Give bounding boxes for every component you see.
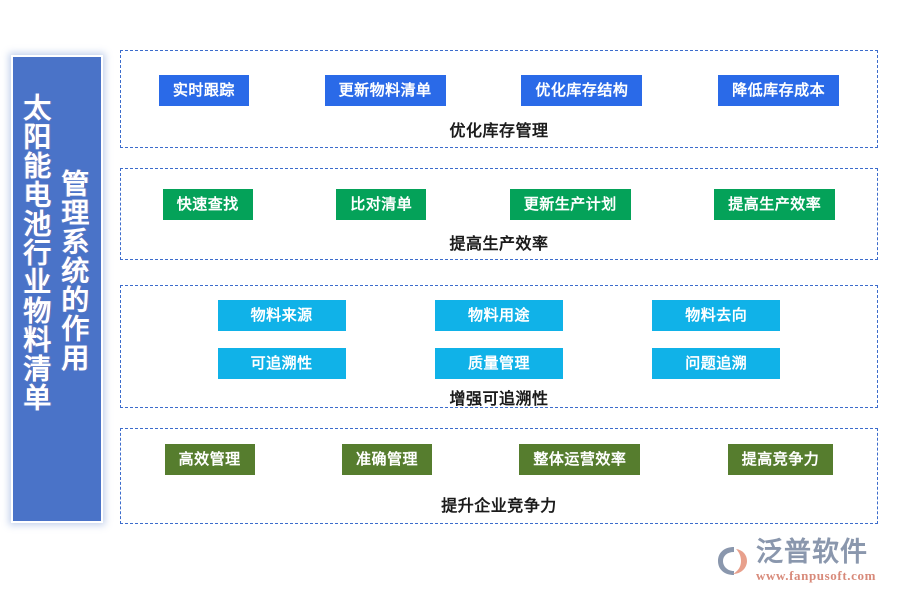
chip-update-production-plan[interactable]: 更新生产计划: [509, 189, 631, 221]
chip-material-source[interactable]: 物料来源: [217, 300, 346, 332]
fanpu-swoosh-logo-icon: [718, 546, 748, 575]
section-optimize-inventory: 实时跟踪 更新物料清单 优化库存结构 降低库存成本 优化库存管理: [120, 50, 878, 148]
sections-container: 实时跟踪 更新物料清单 优化库存结构 降低库存成本 优化库存管理 快速查找 比对…: [120, 0, 880, 600]
chip-improve-competitiveness[interactable]: 提高竞争力: [727, 444, 834, 476]
chip-row: 可追溯性 质量管理 问题追溯: [121, 348, 877, 380]
section-label-enhance-traceability: 增强可追溯性: [449, 391, 549, 408]
chip-quick-search[interactable]: 快速查找: [162, 189, 253, 221]
chip-improve-production-efficiency[interactable]: 提高生产效率: [714, 189, 836, 221]
section-enhance-traceability: 物料来源 物料用途 物料去向 可追溯性 质量管理 问题追溯 增强可追溯性: [120, 285, 878, 408]
banner-title-sub: 管理系统的作用: [58, 169, 90, 372]
section-label-optimize-inventory: 优化库存管理: [449, 123, 549, 140]
chip-row: 快速查找 比对清单 更新生产计划 提高生产效率: [121, 189, 877, 221]
chip-realtime-tracking[interactable]: 实时跟踪: [158, 75, 249, 107]
logo-url: www.fanpusoft.com: [756, 568, 876, 583]
chip-overall-operating-efficiency[interactable]: 整体运营效率: [519, 444, 641, 476]
chip-update-bom[interactable]: 更新物料清单: [324, 75, 446, 107]
section-label-improve-efficiency: 提高生产效率: [449, 236, 549, 253]
chip-accurate-management[interactable]: 准确管理: [342, 444, 433, 476]
chip-material-destination[interactable]: 物料去向: [652, 300, 781, 332]
section-improve-efficiency: 快速查找 比对清单 更新生产计划 提高生产效率 提高生产效率: [120, 168, 878, 260]
chip-row: 高效管理 准确管理 整体运营效率 提高竞争力: [121, 444, 877, 476]
banner-title-main: 太阳能电池行业物料清单: [20, 93, 52, 412]
chip-reduce-inventory-cost[interactable]: 降低库存成本: [718, 75, 840, 107]
chip-compare-list[interactable]: 比对清单: [336, 189, 427, 221]
logo-text-wrap: 泛普软件 www.fanpusoft.com: [756, 537, 876, 583]
chip-traceability[interactable]: 可追溯性: [217, 348, 346, 380]
chip-row: 物料来源 物料用途 物料去向: [121, 300, 877, 332]
section-label-boost-competitiveness: 提升企业竞争力: [441, 498, 557, 515]
chip-issue-tracing[interactable]: 问题追溯: [652, 348, 781, 380]
footer-logo: 泛普软件 www.fanpusoft.com: [716, 539, 876, 582]
chip-efficient-management[interactable]: 高效管理: [164, 444, 255, 476]
chip-quality-management[interactable]: 质量管理: [434, 348, 563, 380]
section-boost-competitiveness: 高效管理 准确管理 整体运营效率 提高竞争力 提升企业竞争力: [120, 428, 878, 524]
vertical-title-banner: 太阳能电池行业物料清单 管理系统的作用: [11, 55, 103, 523]
chip-row: 实时跟踪 更新物料清单 优化库存结构 降低库存成本: [121, 75, 877, 107]
logo-name: 泛普软件: [756, 537, 869, 567]
chip-optimize-inventory-structure[interactable]: 优化库存结构: [521, 75, 643, 107]
chip-material-usage[interactable]: 物料用途: [434, 300, 563, 332]
